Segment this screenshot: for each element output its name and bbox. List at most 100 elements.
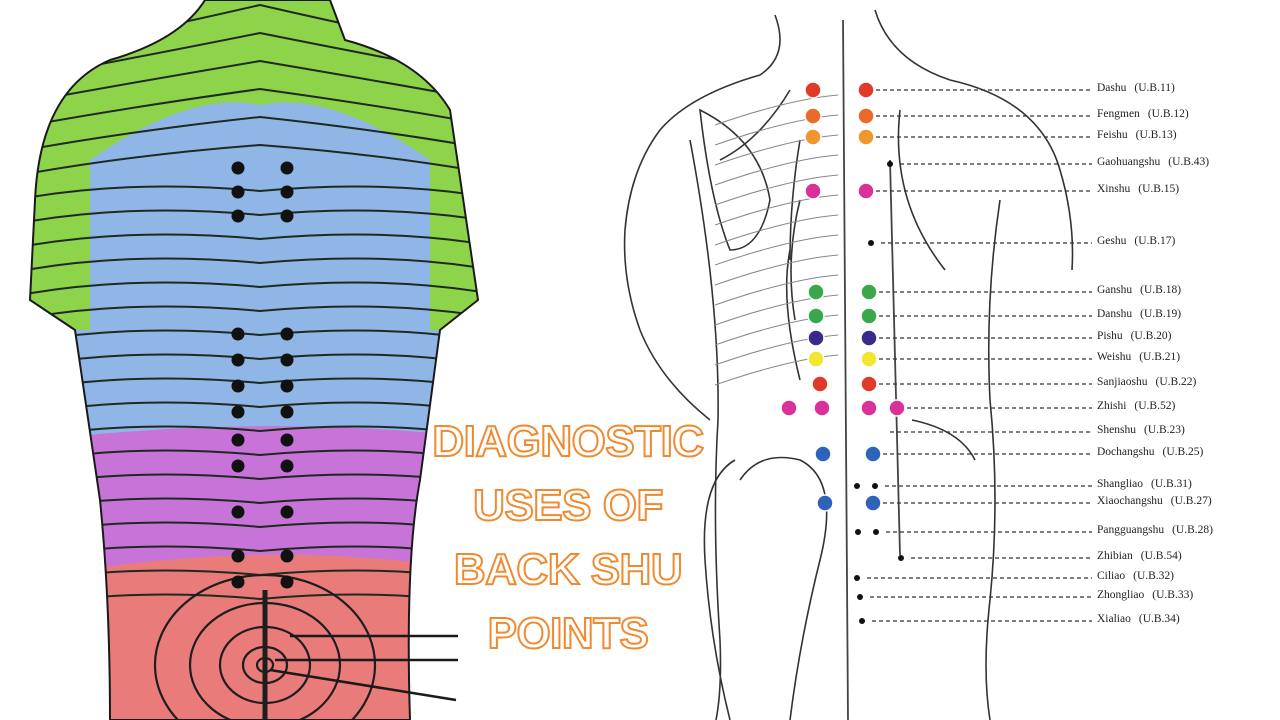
acupoint-small-dot — [857, 594, 863, 600]
shu-dot-left — [231, 185, 245, 199]
point-name: Xialiao — [1097, 613, 1131, 625]
acupoint-marker — [813, 399, 831, 417]
point-code: (U.B.18) — [1140, 284, 1182, 296]
acupoint-marker — [860, 399, 878, 417]
point-name: Dochangshu — [1097, 446, 1155, 458]
point-label: Ciliao (U.B.32) — [1097, 570, 1175, 583]
acupoint-marker — [860, 283, 878, 301]
acupoint-small-dot — [855, 529, 861, 535]
shu-dot-right — [280, 575, 294, 589]
outer-bladder-line — [889, 159, 901, 556]
point-code: (U.B.43) — [1168, 156, 1210, 168]
point-code: (U.B.22) — [1155, 376, 1197, 388]
acupoint-marker — [804, 182, 822, 200]
acupoint-marker — [807, 283, 825, 301]
acupoint-marker — [860, 375, 878, 393]
shu-dot-left — [231, 353, 245, 367]
acupoint-marker — [807, 350, 825, 368]
title-line-2: USES OF — [472, 481, 664, 530]
spine-midline — [842, 19, 849, 720]
shu-dot-left — [231, 405, 245, 419]
acupoint-marker — [864, 494, 882, 512]
shu-dot-right — [280, 379, 294, 393]
back-outline-drawing — [623, 9, 1074, 720]
acupoint-marker — [860, 350, 878, 368]
shu-dot-right — [280, 353, 294, 367]
shu-dot-right — [280, 327, 294, 341]
shu-dot-right — [280, 209, 294, 223]
point-name: Weishu — [1097, 351, 1132, 363]
acupoint-marker — [780, 399, 798, 417]
acupoint-marker — [864, 445, 882, 463]
title-line-1: DIAGNOSTIC — [431, 417, 705, 466]
point-name: Danshu — [1097, 308, 1133, 320]
shu-dot-right — [280, 405, 294, 419]
point-code: (U.B.31) — [1151, 478, 1192, 490]
acupoint-marker — [860, 329, 878, 347]
point-label: Sanjiaoshu (U.B.22) — [1097, 376, 1197, 389]
shu-dot-left — [231, 209, 245, 223]
acupoint-marker — [857, 107, 875, 125]
acupoint-marker — [814, 445, 832, 463]
point-code: (U.B.21) — [1139, 351, 1181, 363]
acupoint-marker — [816, 494, 834, 512]
acupoint-small-dot — [872, 483, 878, 489]
acupoint-small-dot — [854, 575, 860, 581]
point-label: Shenshu (U.B.23) — [1097, 424, 1185, 437]
point-code: (U.B.23) — [1143, 424, 1185, 436]
point-name: Pishu — [1097, 330, 1123, 342]
point-label: Shangliao (U.B.31) — [1097, 478, 1192, 491]
acupoint-marker — [807, 329, 825, 347]
point-code: (U.B.27) — [1170, 495, 1212, 507]
point-name: Xiaochangshu — [1097, 495, 1163, 507]
point-code: (U.B.15) — [1138, 183, 1180, 195]
leader-lines — [867, 89, 1092, 622]
left-back-shu-dots — [231, 161, 294, 589]
point-name: Ganshu — [1097, 284, 1133, 296]
point-name: Shangliao — [1097, 478, 1143, 490]
point-name: Ciliao — [1097, 570, 1126, 582]
point-label: Pangguangshu(U.B.28) — [1097, 524, 1213, 537]
point-name: Sanjiaoshu — [1097, 376, 1148, 388]
point-name: Dashu — [1097, 82, 1127, 94]
acupoint-small-dot — [873, 529, 879, 535]
point-label: Pishu (U.B.20) — [1097, 330, 1172, 343]
point-code: (U.B.17) — [1134, 235, 1176, 247]
point-label: Dochangshu(U.B.25) — [1097, 446, 1203, 459]
point-code: (U.B.20) — [1130, 330, 1172, 342]
point-label: Geshu(U.B.17) — [1097, 235, 1176, 248]
point-name: Pangguangshu — [1097, 524, 1165, 536]
shu-dot-right — [280, 459, 294, 473]
shu-dot-left — [231, 379, 245, 393]
point-code: (U.B.52) — [1134, 400, 1176, 412]
point-label: Ganshu (U.B.18) — [1097, 284, 1182, 297]
acupoint-marker — [811, 375, 829, 393]
point-code: (U.B.19) — [1140, 308, 1182, 320]
point-name: Zhongliao — [1097, 589, 1145, 601]
point-code: (U.B.33) — [1152, 589, 1194, 601]
torso-outline — [28, 0, 480, 720]
shu-dot-left — [231, 549, 245, 563]
acupoint-markers — [780, 81, 906, 624]
point-label: Fengmen(U.B.12) — [1097, 108, 1189, 121]
shu-dot-right — [280, 185, 294, 199]
point-label: Feishu(U.B.13) — [1097, 129, 1177, 142]
shu-dot-left — [231, 433, 245, 447]
point-label: Xinshu(U.B.15) — [1097, 183, 1180, 196]
acupoint-marker — [857, 128, 875, 146]
point-label: Xialiao(U.B.34) — [1097, 613, 1180, 626]
point-name: Shenshu — [1097, 424, 1136, 436]
point-code: (U.B.32) — [1133, 570, 1175, 582]
acupoint-marker — [860, 307, 878, 325]
shu-dot-right — [280, 433, 294, 447]
acupoint-marker — [857, 182, 875, 200]
point-label: Dashu (U.B.11) — [1097, 82, 1175, 95]
acupoint-marker — [804, 128, 822, 146]
acupoint-small-dot — [859, 618, 865, 624]
point-code: (U.B.11) — [1134, 82, 1175, 94]
acupoint-marker — [804, 81, 822, 99]
zone-green — [30, 0, 478, 330]
rib-lines — [714, 94, 839, 386]
point-code: (U.B.54) — [1140, 550, 1182, 562]
